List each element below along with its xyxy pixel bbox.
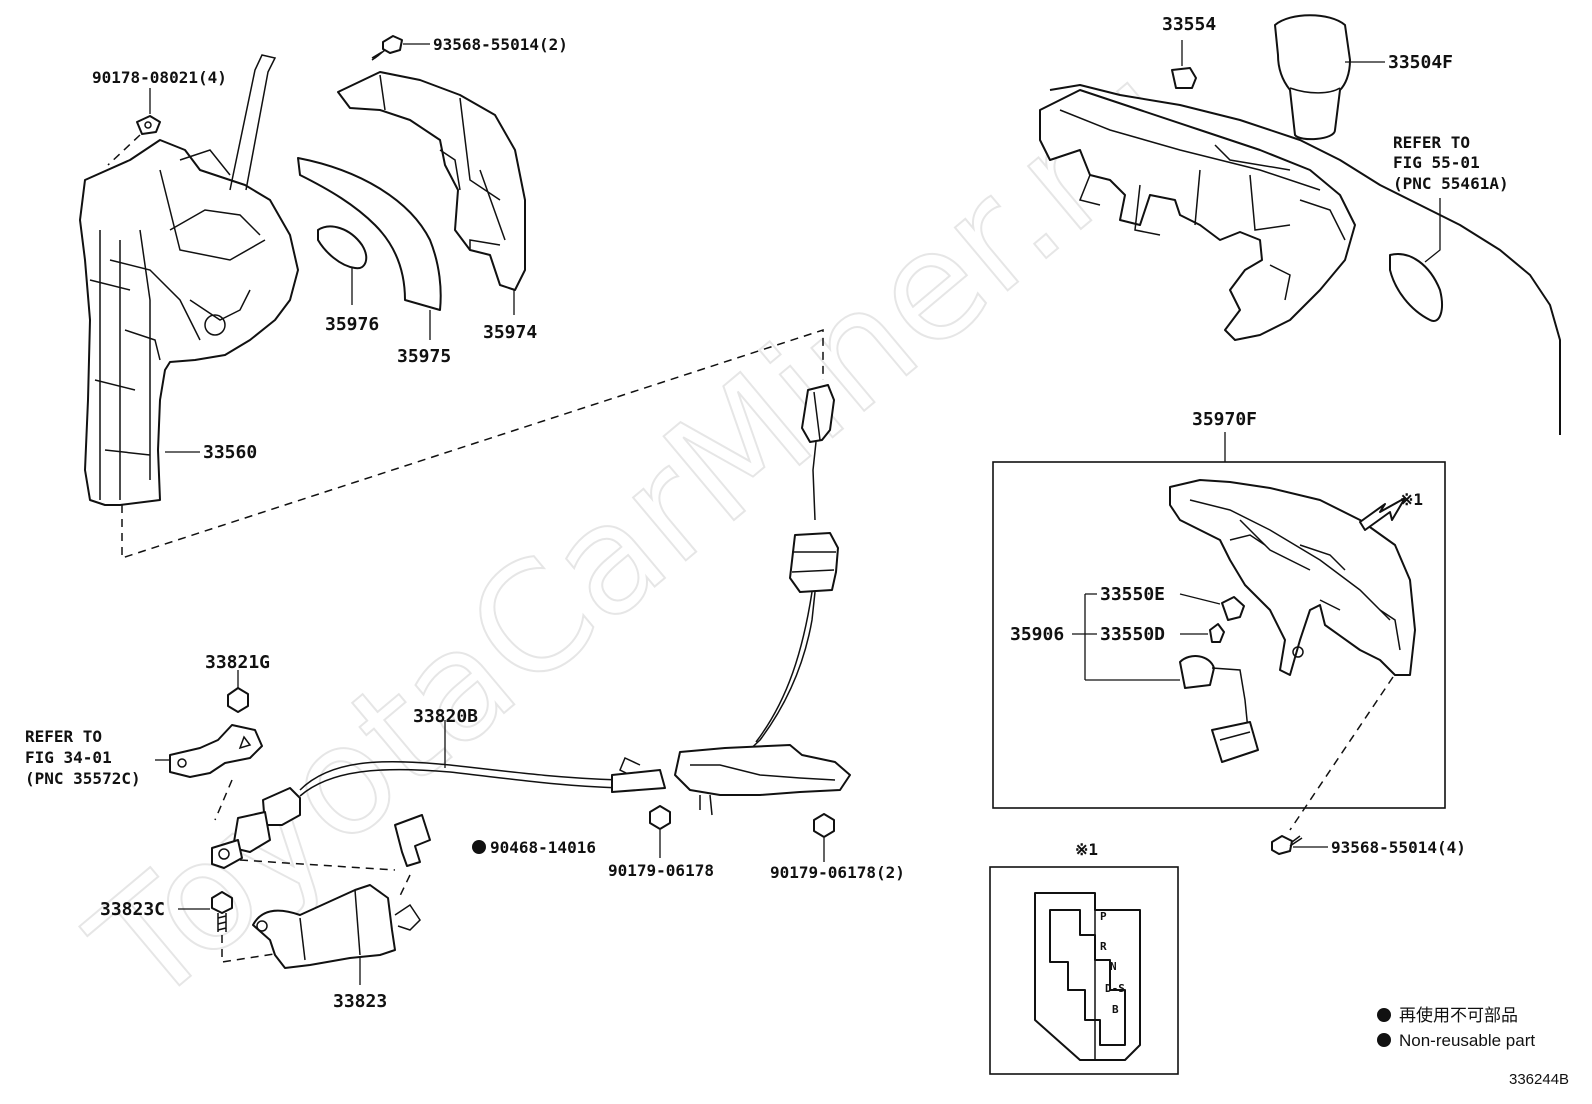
leader-dash-93568-bottom [1289, 676, 1394, 831]
bolt-33823C [211, 891, 233, 932]
gate-p: P [1100, 910, 1107, 923]
label-33550E: 33550E [1100, 584, 1165, 605]
gate-n: N [1110, 960, 1117, 973]
leader-refer-55 [1424, 198, 1441, 263]
label-33820B: 33820B [413, 706, 478, 727]
refer-55-line1: REFER TO [1393, 133, 1470, 152]
refer-34-line3: (PNC 35572C) [25, 769, 141, 788]
label-35906: 35906 [1010, 624, 1064, 645]
label-35975: 35975 [397, 346, 451, 367]
note-mark-1: ※1 [1400, 490, 1423, 509]
label-90468: 90468-14016 [490, 838, 596, 857]
label-33550D: 33550D [1100, 624, 1165, 645]
non-reusable-dot-90468 [472, 840, 486, 854]
label-90179-b: 90179-06178(2) [770, 863, 905, 882]
assembly-box-35970F [992, 461, 1446, 809]
cable-bracket [169, 724, 263, 778]
label-33560: 33560 [203, 442, 257, 463]
refer-55-line3: (PNC 55461A) [1393, 174, 1509, 193]
refer-55-line2: FIG 55-01 [1393, 153, 1480, 172]
legend-dot-en [1377, 1033, 1391, 1047]
label-35976: 35976 [325, 314, 379, 335]
gate-r: R [1100, 940, 1107, 953]
leader-dash-bracket [214, 779, 233, 821]
gate-b: B [1112, 1003, 1119, 1016]
legend-dot-jp [1377, 1008, 1391, 1022]
part-35975 [297, 157, 442, 311]
bulb-33550D [1209, 623, 1225, 643]
shift-gate-diagram [1034, 892, 1141, 1061]
view-arrow [1359, 497, 1406, 531]
leader-35906-bracket [1072, 593, 1180, 681]
cable-bracket-33823 [252, 884, 421, 969]
console-panel [1039, 84, 1561, 435]
part-35974 [337, 71, 526, 291]
part-33554 [1171, 67, 1197, 89]
label-90178: 90178-08021(4) [92, 68, 227, 87]
label-33823: 33823 [333, 991, 387, 1012]
label-33504F: 33504F [1388, 52, 1453, 73]
legend-en: Non-reusable part [1399, 1031, 1535, 1050]
label-33554: 33554 [1162, 14, 1216, 35]
bulb-33550E [1221, 596, 1245, 621]
leader-dash-housing-cable [121, 328, 824, 560]
refer-34-line2: FIG 34-01 [25, 748, 112, 767]
bezel-assembly [1169, 479, 1416, 676]
nut-90179-b [813, 813, 835, 838]
screw-93568-bottom [1271, 835, 1303, 855]
nut-90179-a [649, 805, 671, 830]
note-mark-2: ※1 [1075, 840, 1098, 859]
shift-lever-housing [79, 54, 299, 506]
label-90179-a: 90179-06178 [608, 861, 714, 880]
legend-jp: 再使用不可部品 [1399, 1005, 1518, 1025]
label-35970F: 35970F [1192, 409, 1257, 430]
nut-33821G [227, 687, 249, 713]
label-35974: 35974 [483, 322, 537, 343]
label-93568-top: 93568-55014(2) [433, 35, 568, 54]
leader-dash-90468 [239, 859, 411, 901]
clip-90468 [394, 814, 431, 867]
gate-ds: D-S [1105, 982, 1125, 995]
part-35976 [317, 225, 368, 270]
shift-cable-33820B [211, 384, 851, 869]
bulb-socket-harness [1179, 655, 1259, 763]
screw-93568-top [371, 35, 403, 61]
leader-dash-90178 [107, 134, 141, 166]
clip-90178 [136, 115, 161, 135]
shift-knob-33504F [1274, 14, 1351, 141]
leader-33550E [1179, 593, 1221, 605]
label-33823C: 33823C [100, 899, 165, 920]
diagram-id: 336244B [1509, 1071, 1569, 1088]
gate-box [989, 866, 1179, 1075]
label-33821G: 33821G [205, 652, 270, 673]
label-93568-bottom: 93568-55014(4) [1331, 838, 1466, 857]
refer-34-line1: REFER TO [25, 727, 102, 746]
